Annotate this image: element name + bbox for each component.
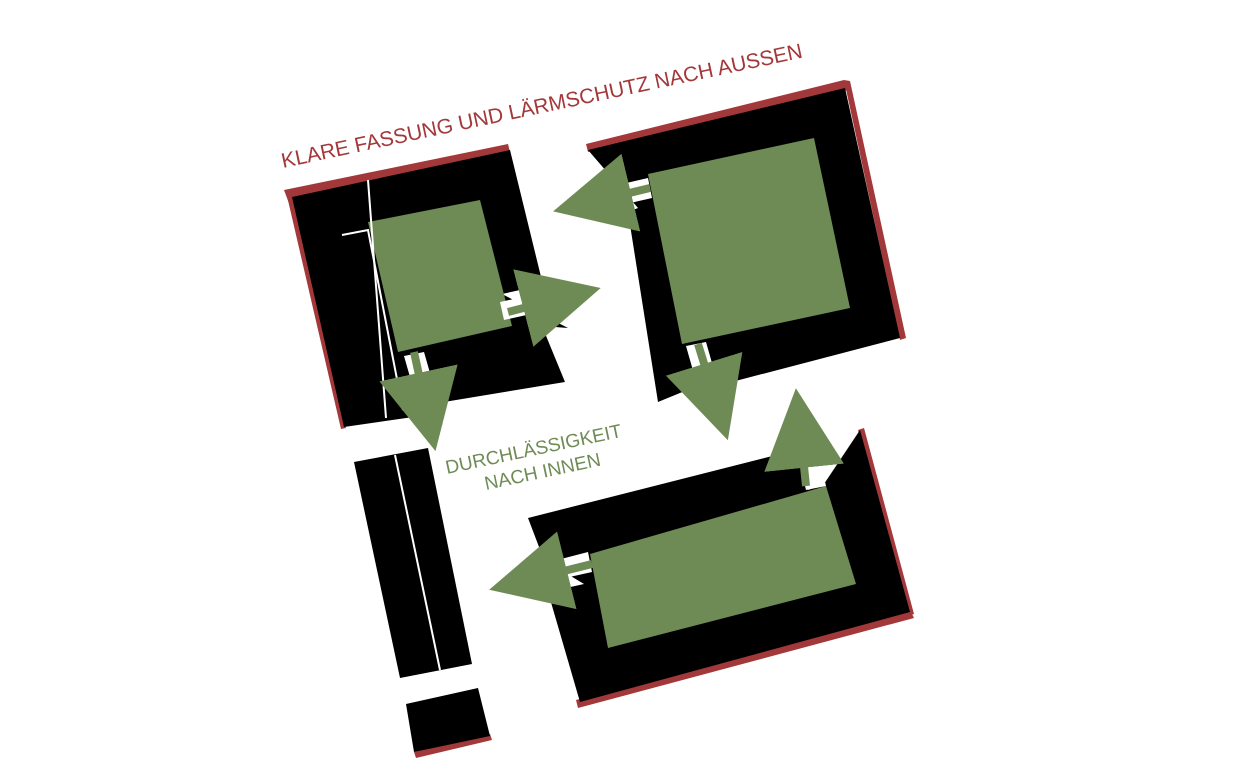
outer-edge-small-square	[414, 734, 492, 758]
outer-edge-top-right	[586, 80, 848, 152]
arrow-right-top-left	[506, 269, 601, 347]
arrow-down-top-left	[379, 351, 458, 452]
courtyard-top-right	[648, 138, 850, 344]
arrow-up-bottom-right	[764, 388, 844, 487]
arrow-down-top-right	[665, 342, 743, 441]
outer-edge-right	[844, 80, 906, 340]
block-small-square	[406, 688, 492, 758]
courtyard-bottom-right	[590, 486, 856, 648]
arrow-left-bottom-right	[489, 531, 593, 610]
divider-top-left-inner	[341, 228, 404, 411]
arrow-left-top-right	[553, 153, 651, 232]
building-left-strip	[354, 448, 472, 678]
block-left-strip	[354, 448, 472, 678]
courtyard-top-left	[368, 200, 512, 352]
block-top-right	[553, 80, 906, 441]
block-bottom-right	[489, 388, 914, 708]
outer-edge-bottom-right	[576, 610, 914, 708]
divider-left-strip	[394, 454, 441, 671]
block-top-left	[284, 144, 601, 452]
building-small-square	[406, 688, 490, 752]
